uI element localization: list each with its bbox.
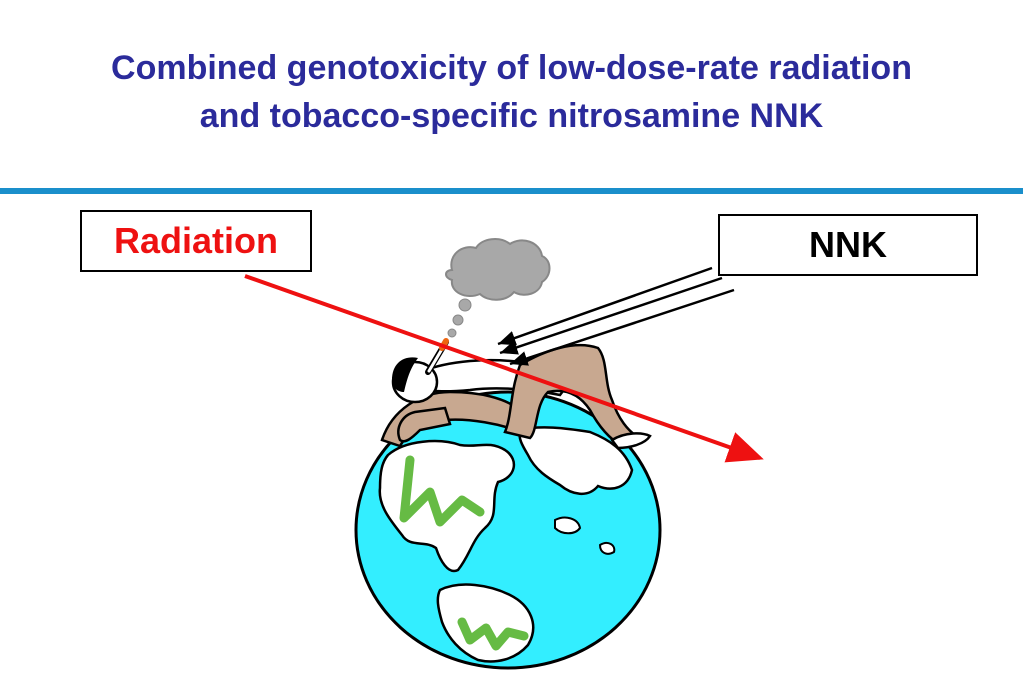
nnk-label: NNK [809, 224, 887, 265]
title-divider [0, 188, 1023, 194]
title-line-1: Combined genotoxicity of low-dose-rate r… [111, 49, 912, 87]
reclining-smoker-figure [380, 338, 652, 450]
nnk-arrows [497, 266, 735, 366]
earth-globe-icon [354, 390, 662, 670]
smoke-cloud-icon [445, 238, 551, 338]
title-line-2: and tobacco-specific nitrosamine NNK [199, 97, 824, 135]
radiation-label-box: Radiation [80, 210, 312, 272]
nnk-label-box: NNK [718, 214, 978, 276]
radiation-label: Radiation [113, 220, 278, 261]
radiation-arrow [244, 274, 764, 463]
slide-title: Combined genotoxicity of low-dose-rate r… [0, 44, 1023, 140]
